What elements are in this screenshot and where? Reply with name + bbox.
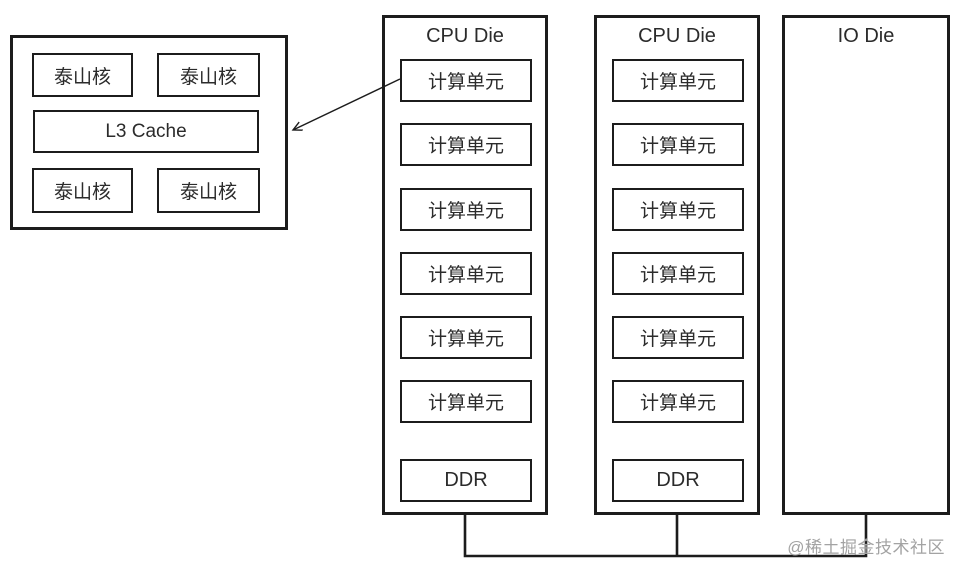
cpu-die-1: CPU Die 计算单元 计算单元 计算单元 计算单元 计算单元 计算单元 DD… [382,15,548,515]
watermark: @稀土掘金技术社区 [787,538,945,557]
compute-unit-box: 计算单元 [612,59,744,102]
compute-unit-box: 计算单元 [400,316,532,359]
compute-unit-box: 计算单元 [400,188,532,231]
compute-unit-box: 计算单元 [400,380,532,423]
io-die-title: IO Die [837,25,895,47]
io-die: IO Die [782,15,950,515]
l3-cache-box: L3 Cache [33,110,259,153]
taishan-core-box: 泰山核 [32,168,133,213]
compute-unit-box: 计算单元 [612,188,744,231]
cpu-die-1-title: CPU Die [426,25,504,47]
cpu-die-2: CPU Die 计算单元 计算单元 计算单元 计算单元 计算单元 计算单元 DD… [594,15,760,515]
compute-unit-box: 计算单元 [612,123,744,166]
compute-unit-box: 计算单元 [400,123,532,166]
ddr-box: DDR [400,459,532,502]
compute-unit-box: 计算单元 [400,252,532,295]
taishan-core-box: 泰山核 [157,53,260,97]
taishan-core-box: 泰山核 [32,53,133,97]
compute-unit-box: 计算单元 [400,59,532,102]
compute-unit-box: 计算单元 [612,316,744,359]
compute-unit-box: 计算单元 [612,252,744,295]
core-cluster-detail-box: 泰山核 泰山核 L3 Cache 泰山核 泰山核 [10,35,288,230]
taishan-core-box: 泰山核 [157,168,260,213]
ddr-box: DDR [612,459,744,502]
cpu-die-2-title: CPU Die [638,25,716,47]
compute-unit-box: 计算单元 [612,380,744,423]
